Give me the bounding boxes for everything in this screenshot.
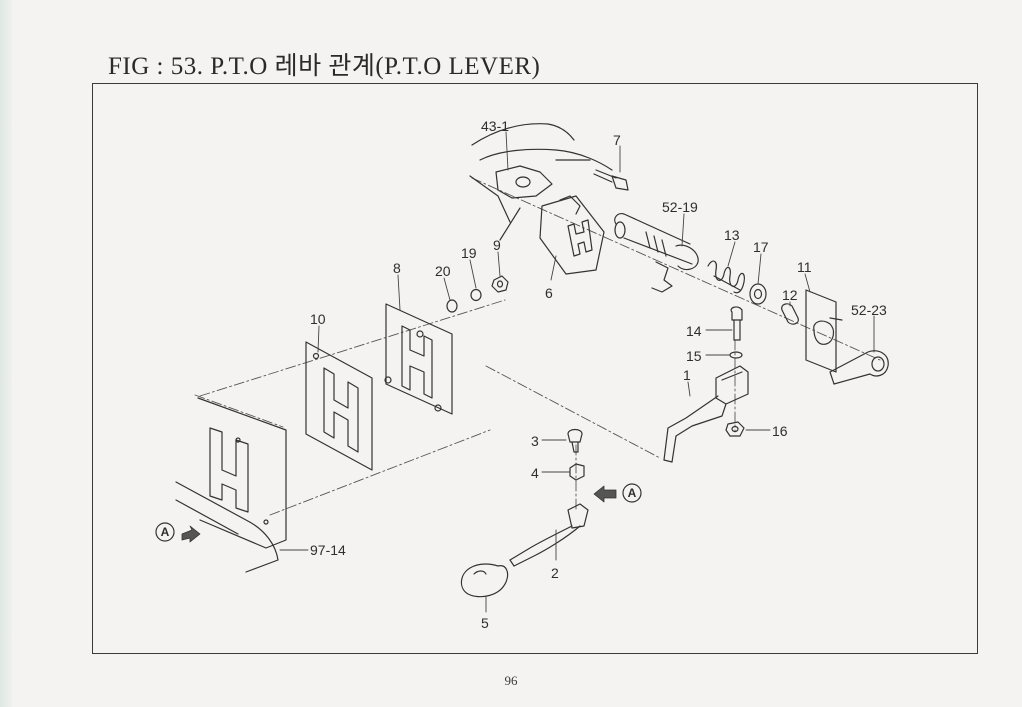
figure-frame: [92, 83, 978, 654]
pin-12: [781, 303, 799, 325]
washer-20: [446, 299, 458, 313]
shaft-52-19: [614, 213, 699, 293]
lever-1: [663, 365, 749, 463]
housing-43-1: [469, 123, 613, 241]
callout-97-14: 97-14: [310, 542, 346, 558]
callout-8: 8: [393, 260, 401, 276]
callout-1: 1: [683, 367, 691, 383]
callout-2: 2: [551, 565, 559, 581]
link-52-23: [829, 350, 889, 385]
callout-12: 12: [782, 287, 798, 303]
gate-plate-6: [539, 195, 605, 275]
marker-a-right: [593, 483, 642, 503]
callout-19: 19: [461, 245, 477, 261]
assembly-centerlines: [194, 177, 881, 516]
nut-9: [491, 275, 509, 293]
bolt-14: [730, 306, 743, 341]
page-edge-shading: [0, 0, 12, 707]
callout-13: 13: [724, 227, 740, 243]
callout-52-23: 52-23: [851, 302, 887, 318]
marker-a-right-letter: A: [628, 486, 637, 500]
knob-5: [460, 563, 509, 598]
callout-7: 7: [613, 132, 621, 148]
nut-16: [725, 421, 745, 437]
callout-4: 4: [531, 465, 539, 481]
nut-4: [569, 463, 585, 481]
page-number: 96: [504, 673, 518, 688]
figure-title: FIG : 53. P.T.O 레바 관계(P.T.O LEVER): [108, 53, 541, 80]
marker-a-left-letter: A: [161, 525, 170, 539]
bracket-11: [805, 289, 843, 373]
callout-9: 9: [493, 237, 501, 253]
callout-43-1: 43-1: [481, 118, 509, 134]
callout-14: 14: [686, 323, 702, 339]
screw-3: [567, 428, 583, 453]
gate-plate-10: [305, 341, 373, 471]
callout-15: 15: [686, 348, 702, 364]
callout-20: 20: [435, 263, 451, 279]
callout-6: 6: [545, 285, 553, 301]
callout-16: 16: [772, 423, 788, 439]
washer-19: [470, 288, 482, 302]
cover-97-14: [175, 397, 287, 573]
rod-2: [509, 503, 589, 567]
callout-11: 11: [797, 259, 812, 275]
callout-17: 17: [753, 239, 769, 255]
spring-13: [707, 260, 745, 294]
marker-a-left: [155, 522, 201, 543]
callout-10: 10: [310, 311, 326, 327]
leader-lines: [279, 131, 875, 613]
callout-3: 3: [531, 433, 539, 449]
bolt-7: [593, 169, 629, 191]
callout-52-19: 52-19: [662, 199, 698, 215]
gate-plate-8: [384, 303, 453, 415]
callout-5: 5: [481, 615, 489, 631]
